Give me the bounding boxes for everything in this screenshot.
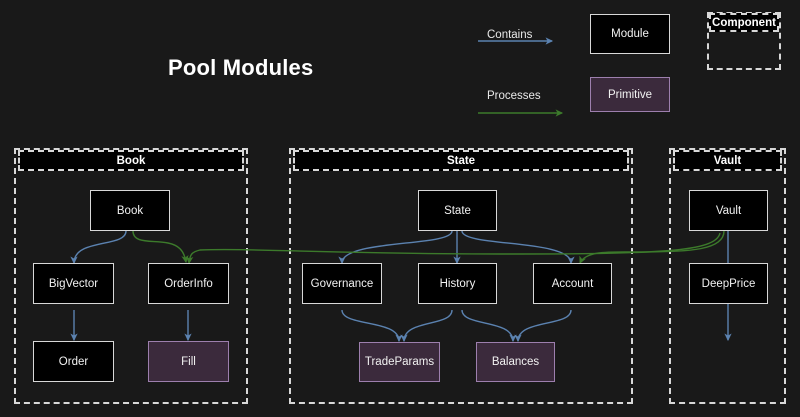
container-book-header: Book [18, 150, 244, 171]
node-governance[interactable]: Governance [302, 263, 382, 304]
node-account[interactable]: Account [533, 263, 612, 304]
node-history[interactable]: History [418, 263, 497, 304]
page-title: Pool Modules [168, 55, 314, 80]
node-fill[interactable]: Fill [148, 341, 229, 382]
node-book[interactable]: Book [90, 190, 170, 231]
container-book[interactable] [14, 148, 248, 404]
legend-component-header: Component [709, 13, 779, 32]
node-order[interactable]: Order [33, 341, 114, 382]
legend-processes-label: Processes [487, 90, 541, 102]
node-tradeparams[interactable]: TradeParams [359, 342, 440, 382]
container-state-header: State [293, 150, 629, 171]
container-vault-header: Vault [673, 150, 782, 171]
legend-primitive-box: Primitive [590, 77, 670, 112]
node-balances[interactable]: Balances [476, 342, 555, 382]
node-orderinfo[interactable]: OrderInfo [148, 263, 229, 304]
node-state[interactable]: State [418, 190, 497, 231]
legend-module-box: Module [590, 14, 670, 54]
node-vault[interactable]: Vault [689, 190, 768, 231]
legend-contains-label: Contains [487, 29, 533, 41]
node-deepprice[interactable]: DeepPrice [689, 263, 768, 304]
node-bigvector[interactable]: BigVector [33, 263, 114, 304]
container-state[interactable] [289, 148, 633, 404]
container-vault[interactable] [669, 148, 786, 404]
